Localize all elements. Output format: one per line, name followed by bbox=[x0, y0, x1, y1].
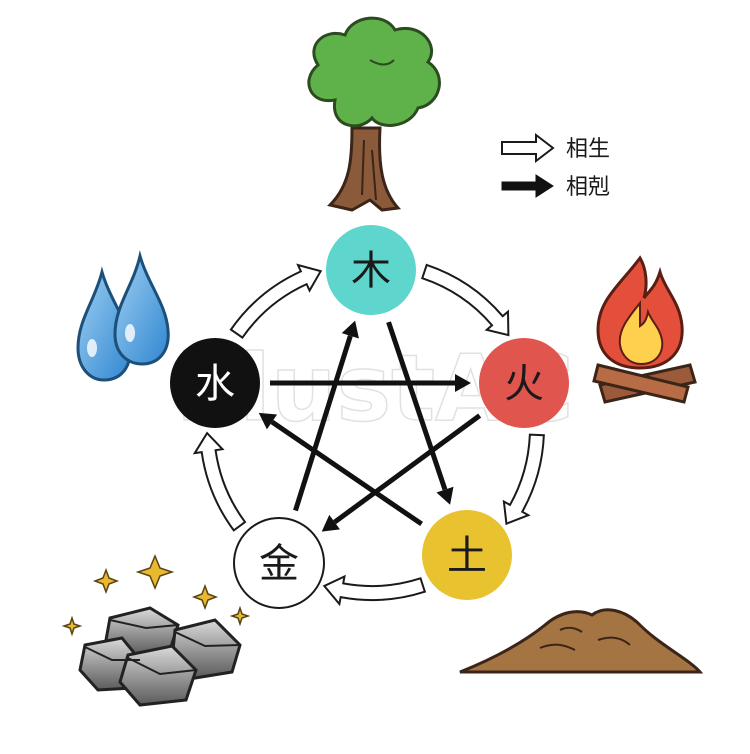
earth-node-circle bbox=[422, 510, 512, 600]
overcoming-arrowhead-water-to-fire bbox=[455, 374, 471, 392]
water-node-label: 水 bbox=[195, 361, 235, 407]
earth-node: 土 bbox=[422, 510, 512, 600]
generating-arrows bbox=[192, 263, 545, 607]
legend-generating-label: 相生 bbox=[566, 137, 610, 162]
generating-arrow-water-to-wood bbox=[229, 263, 323, 339]
water-node: 水 bbox=[170, 338, 260, 428]
overcoming-arrowhead-metal-to-wood bbox=[341, 320, 359, 339]
legend-overcoming-label: 相剋 bbox=[566, 175, 610, 200]
generating-arrow-fire-to-earth bbox=[502, 433, 545, 526]
legend-overcoming-arrow bbox=[501, 174, 554, 198]
water-drops-icon bbox=[76, 250, 170, 382]
rocks-icon bbox=[61, 554, 251, 707]
overcoming-arrowhead-wood-to-earth bbox=[436, 486, 454, 505]
metal-node-circle bbox=[233, 517, 325, 609]
generating-arrow-wood-to-fire bbox=[420, 263, 510, 337]
metal-node-label: 金 bbox=[259, 541, 299, 587]
wood-node: 木 bbox=[326, 225, 416, 315]
legend-generating-arrow bbox=[501, 132, 555, 164]
fire-node-circle bbox=[479, 338, 569, 428]
overcoming-arrowhead-earth-to-water bbox=[258, 412, 278, 430]
overcoming-arrow-metal-to-wood bbox=[293, 335, 353, 512]
soil-mound-icon bbox=[459, 608, 704, 674]
overcoming-arrowhead-fire-to-metal bbox=[321, 514, 340, 532]
metal-node: 金 bbox=[233, 517, 325, 609]
overcoming-arrow-wood-to-earth bbox=[386, 321, 448, 491]
fire-node: 火 bbox=[479, 338, 569, 428]
wood-node-circle bbox=[326, 225, 416, 315]
overcoming-arrows bbox=[258, 320, 482, 532]
overcoming-arrow-earth-to-water bbox=[270, 419, 423, 527]
tree-icon bbox=[307, 16, 441, 212]
water-node-circle bbox=[170, 338, 260, 428]
legend: 相生 相剋 bbox=[501, 132, 610, 200]
fire-node-label: 火 bbox=[504, 361, 544, 407]
overcoming-arrow-fire-to-metal bbox=[333, 413, 482, 525]
generating-arrow-metal-to-water bbox=[192, 431, 247, 532]
earth-node-label: 土 bbox=[447, 533, 487, 579]
generating-arrow-earth-to-metal bbox=[322, 574, 427, 607]
campfire-icon bbox=[592, 255, 697, 404]
element-nodes: 木火土 金 水 bbox=[170, 225, 569, 609]
wood-node-label: 木 bbox=[351, 248, 391, 294]
